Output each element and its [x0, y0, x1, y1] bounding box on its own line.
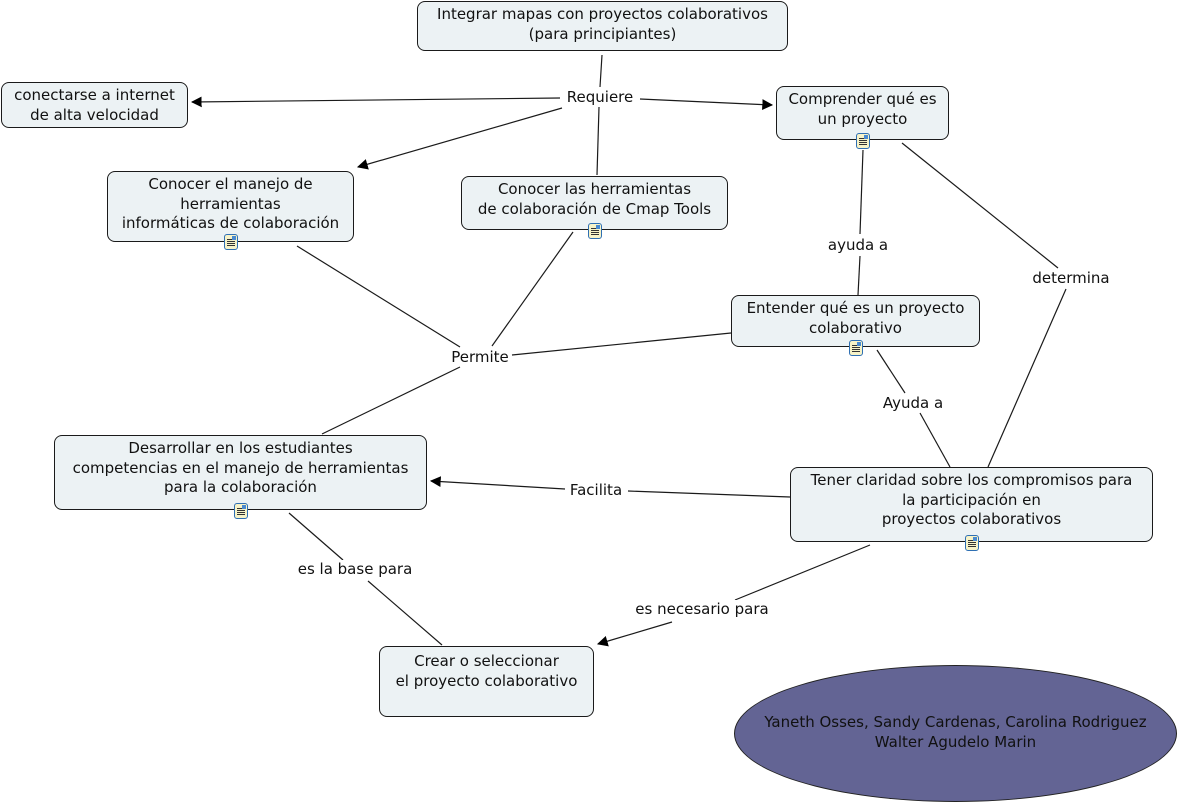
line-tener-necesario: [734, 544, 871, 601]
line-comprender-ayuda: [859, 149, 864, 235]
concept-root[interactable]: Integrar mapas con proyectos colaborativ…: [417, 1, 788, 51]
link-es-necesario-para[interactable]: es necesario para: [633, 600, 771, 618]
concept-conocer-cmap[interactable]: Conocer las herramientas de colaboración…: [461, 176, 728, 230]
line-desarrollar-base: [288, 512, 344, 561]
link-requiere[interactable]: Requiere: [564, 88, 636, 106]
authors-ellipse[interactable]: Yaneth Osses, Sandy Cardenas, Carolina R…: [734, 665, 1177, 802]
concept-conocer-manejo[interactable]: Conocer el manejo de herramientas inform…: [107, 171, 354, 242]
link-determina[interactable]: determina: [1030, 269, 1112, 287]
line-requiere-comprender: [639, 98, 774, 110]
concept-desarrollar[interactable]: Desarrollar en los estudiantes competenc…: [54, 435, 427, 510]
link-es-la-base-para[interactable]: es la base para: [295, 560, 415, 578]
line-ayuda2-tener: [919, 412, 951, 468]
concept-tener-claridad[interactable]: Tener claridad sobre los compromisos par…: [790, 467, 1153, 542]
document-resource-icon[interactable]: [849, 340, 863, 356]
line-determina-tener: [987, 288, 1067, 468]
concept-entender[interactable]: Entender qué es un proyecto colaborativo: [731, 295, 980, 347]
line-root-requiere: [599, 54, 603, 88]
document-resource-icon[interactable]: [234, 503, 248, 519]
document-resource-icon[interactable]: [588, 223, 602, 239]
line-cmap-permite: [491, 231, 574, 347]
document-resource-icon[interactable]: [224, 234, 238, 250]
link-ayuda-a-2[interactable]: Ayuda a: [880, 394, 946, 412]
line-permite-desarrollar: [321, 366, 461, 435]
line-entender-ayuda2: [876, 349, 906, 394]
document-resource-icon[interactable]: [856, 133, 870, 149]
document-resource-icon[interactable]: [965, 535, 979, 551]
line-requiere-internet: [190, 96, 561, 108]
line-facilita-desarrollar: [429, 476, 566, 490]
concept-crear[interactable]: Crear o seleccionar el proyecto colabora…: [379, 646, 594, 717]
line-necesario-crear: [596, 621, 673, 647]
concept-internet[interactable]: conectarse a internet de alta velocidad: [1, 82, 188, 128]
link-permite[interactable]: Permite: [449, 348, 511, 366]
line-manejo-permite: [296, 245, 461, 348]
line-tener-facilita: [627, 490, 791, 498]
line-ayuda-entender: [857, 255, 861, 296]
line-entender-permite: [511, 332, 732, 356]
line-requiere-conocer-manejo: [356, 107, 563, 170]
line-requiere-conocer-cmap: [596, 106, 600, 176]
concept-comprender[interactable]: Comprender qué es un proyecto: [776, 86, 949, 140]
link-ayuda-a[interactable]: ayuda a: [825, 236, 891, 254]
line-base-crear: [367, 580, 443, 646]
link-facilita[interactable]: Facilita: [567, 481, 625, 499]
line-comprender-determina: [901, 142, 1059, 269]
